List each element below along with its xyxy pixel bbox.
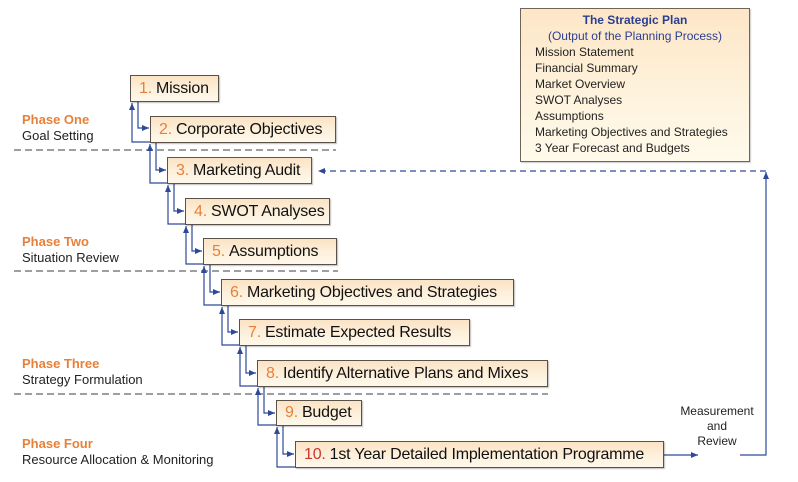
- step-10-implementation-programme: 10. 1st Year Detailed Implementation Pro…: [295, 441, 664, 468]
- step-label: Marketing Objectives and Strategies: [246, 283, 497, 301]
- phase-description: Resource Allocation & Monitoring: [22, 452, 214, 467]
- step-number: 5.: [212, 242, 225, 260]
- plan-item: Mission Statement: [535, 45, 634, 59]
- step-number: 6.: [230, 283, 243, 301]
- step-number: 4.: [194, 202, 207, 220]
- strategic-plan-list: Mission Statement Financial Summary Mark…: [521, 44, 749, 156]
- step-1-mission: 1. Mission: [130, 75, 219, 102]
- measurement-review-label: Measurement and Review: [672, 404, 762, 449]
- phase-dividers: [14, 149, 548, 395]
- step-number: 7.: [248, 323, 261, 341]
- phase-three-label: Phase Three Strategy Formulation: [22, 356, 143, 388]
- plan-item: Assumptions: [535, 109, 604, 123]
- step-number: 1.: [139, 79, 152, 97]
- phase-description: Strategy Formulation: [22, 372, 143, 387]
- phase-description: Situation Review: [22, 250, 119, 265]
- phase-description: Goal Setting: [22, 128, 94, 143]
- step-2-corporate-objectives: 2. Corporate Objectives: [150, 116, 336, 143]
- measurement-text: Measurement: [680, 404, 754, 418]
- step-number: 3.: [176, 161, 189, 179]
- phase-name: Phase One: [22, 112, 90, 127]
- phase-four-label: Phase Four Resource Allocation & Monitor…: [22, 436, 214, 468]
- strategic-plan-box: The Strategic Plan (Output of the Planni…: [520, 8, 750, 162]
- step-5-assumptions: 5. Assumptions: [203, 238, 337, 265]
- step-label: Estimate Expected Results: [264, 323, 452, 341]
- phase-name: Phase Three: [22, 356, 100, 371]
- step-label: Budget: [301, 404, 352, 421]
- step-6-marketing-objectives: 6. Marketing Objectives and Strategies: [221, 279, 514, 306]
- phase-one-label: Phase One Goal Setting: [22, 112, 94, 144]
- step-label: Corporate Objectives: [175, 120, 323, 138]
- strategic-plan-title: The Strategic Plan: [582, 13, 688, 27]
- plan-item: Market Overview: [535, 77, 626, 91]
- plan-item: Financial Summary: [535, 61, 638, 75]
- step-label: 1st Year Detailed Implementation Program…: [329, 445, 645, 463]
- step-number: 9.: [285, 404, 298, 421]
- step-number: 8.: [266, 364, 279, 382]
- phase-two-label: Phase Two Situation Review: [22, 234, 119, 266]
- plan-item: SWOT Analyses: [535, 93, 623, 107]
- plan-item: Marketing Objectives and Strategies: [535, 125, 728, 139]
- review-text: Review: [697, 434, 737, 448]
- step-8-identify-alternative-plans: 8. Identify Alternative Plans and Mixes: [257, 360, 548, 387]
- strategic-plan-subtitle: (Output of the Planning Process): [547, 29, 723, 43]
- step-label: Identify Alternative Plans and Mixes: [282, 364, 529, 382]
- phase-name: Phase Two: [22, 234, 89, 249]
- step-3-marketing-audit: 3. Marketing Audit: [167, 157, 312, 184]
- step-4-swot-analyses: 4. SWOT Analyses: [185, 198, 330, 225]
- step-9-budget: 9. Budget: [276, 400, 362, 426]
- step-label: Assumptions: [228, 242, 319, 260]
- step-number: 10.: [304, 445, 326, 463]
- step-7-estimate-expected-results: 7. Estimate Expected Results: [239, 319, 470, 346]
- step-label: SWOT Analyses: [210, 202, 325, 220]
- step-number: 2.: [159, 120, 172, 138]
- plan-item: 3 Year Forecast and Budgets: [535, 141, 690, 155]
- step-label: Marketing Audit: [192, 161, 301, 179]
- phase-name: Phase Four: [22, 436, 93, 451]
- and-text: and: [706, 419, 728, 433]
- step-label: Mission: [155, 79, 209, 97]
